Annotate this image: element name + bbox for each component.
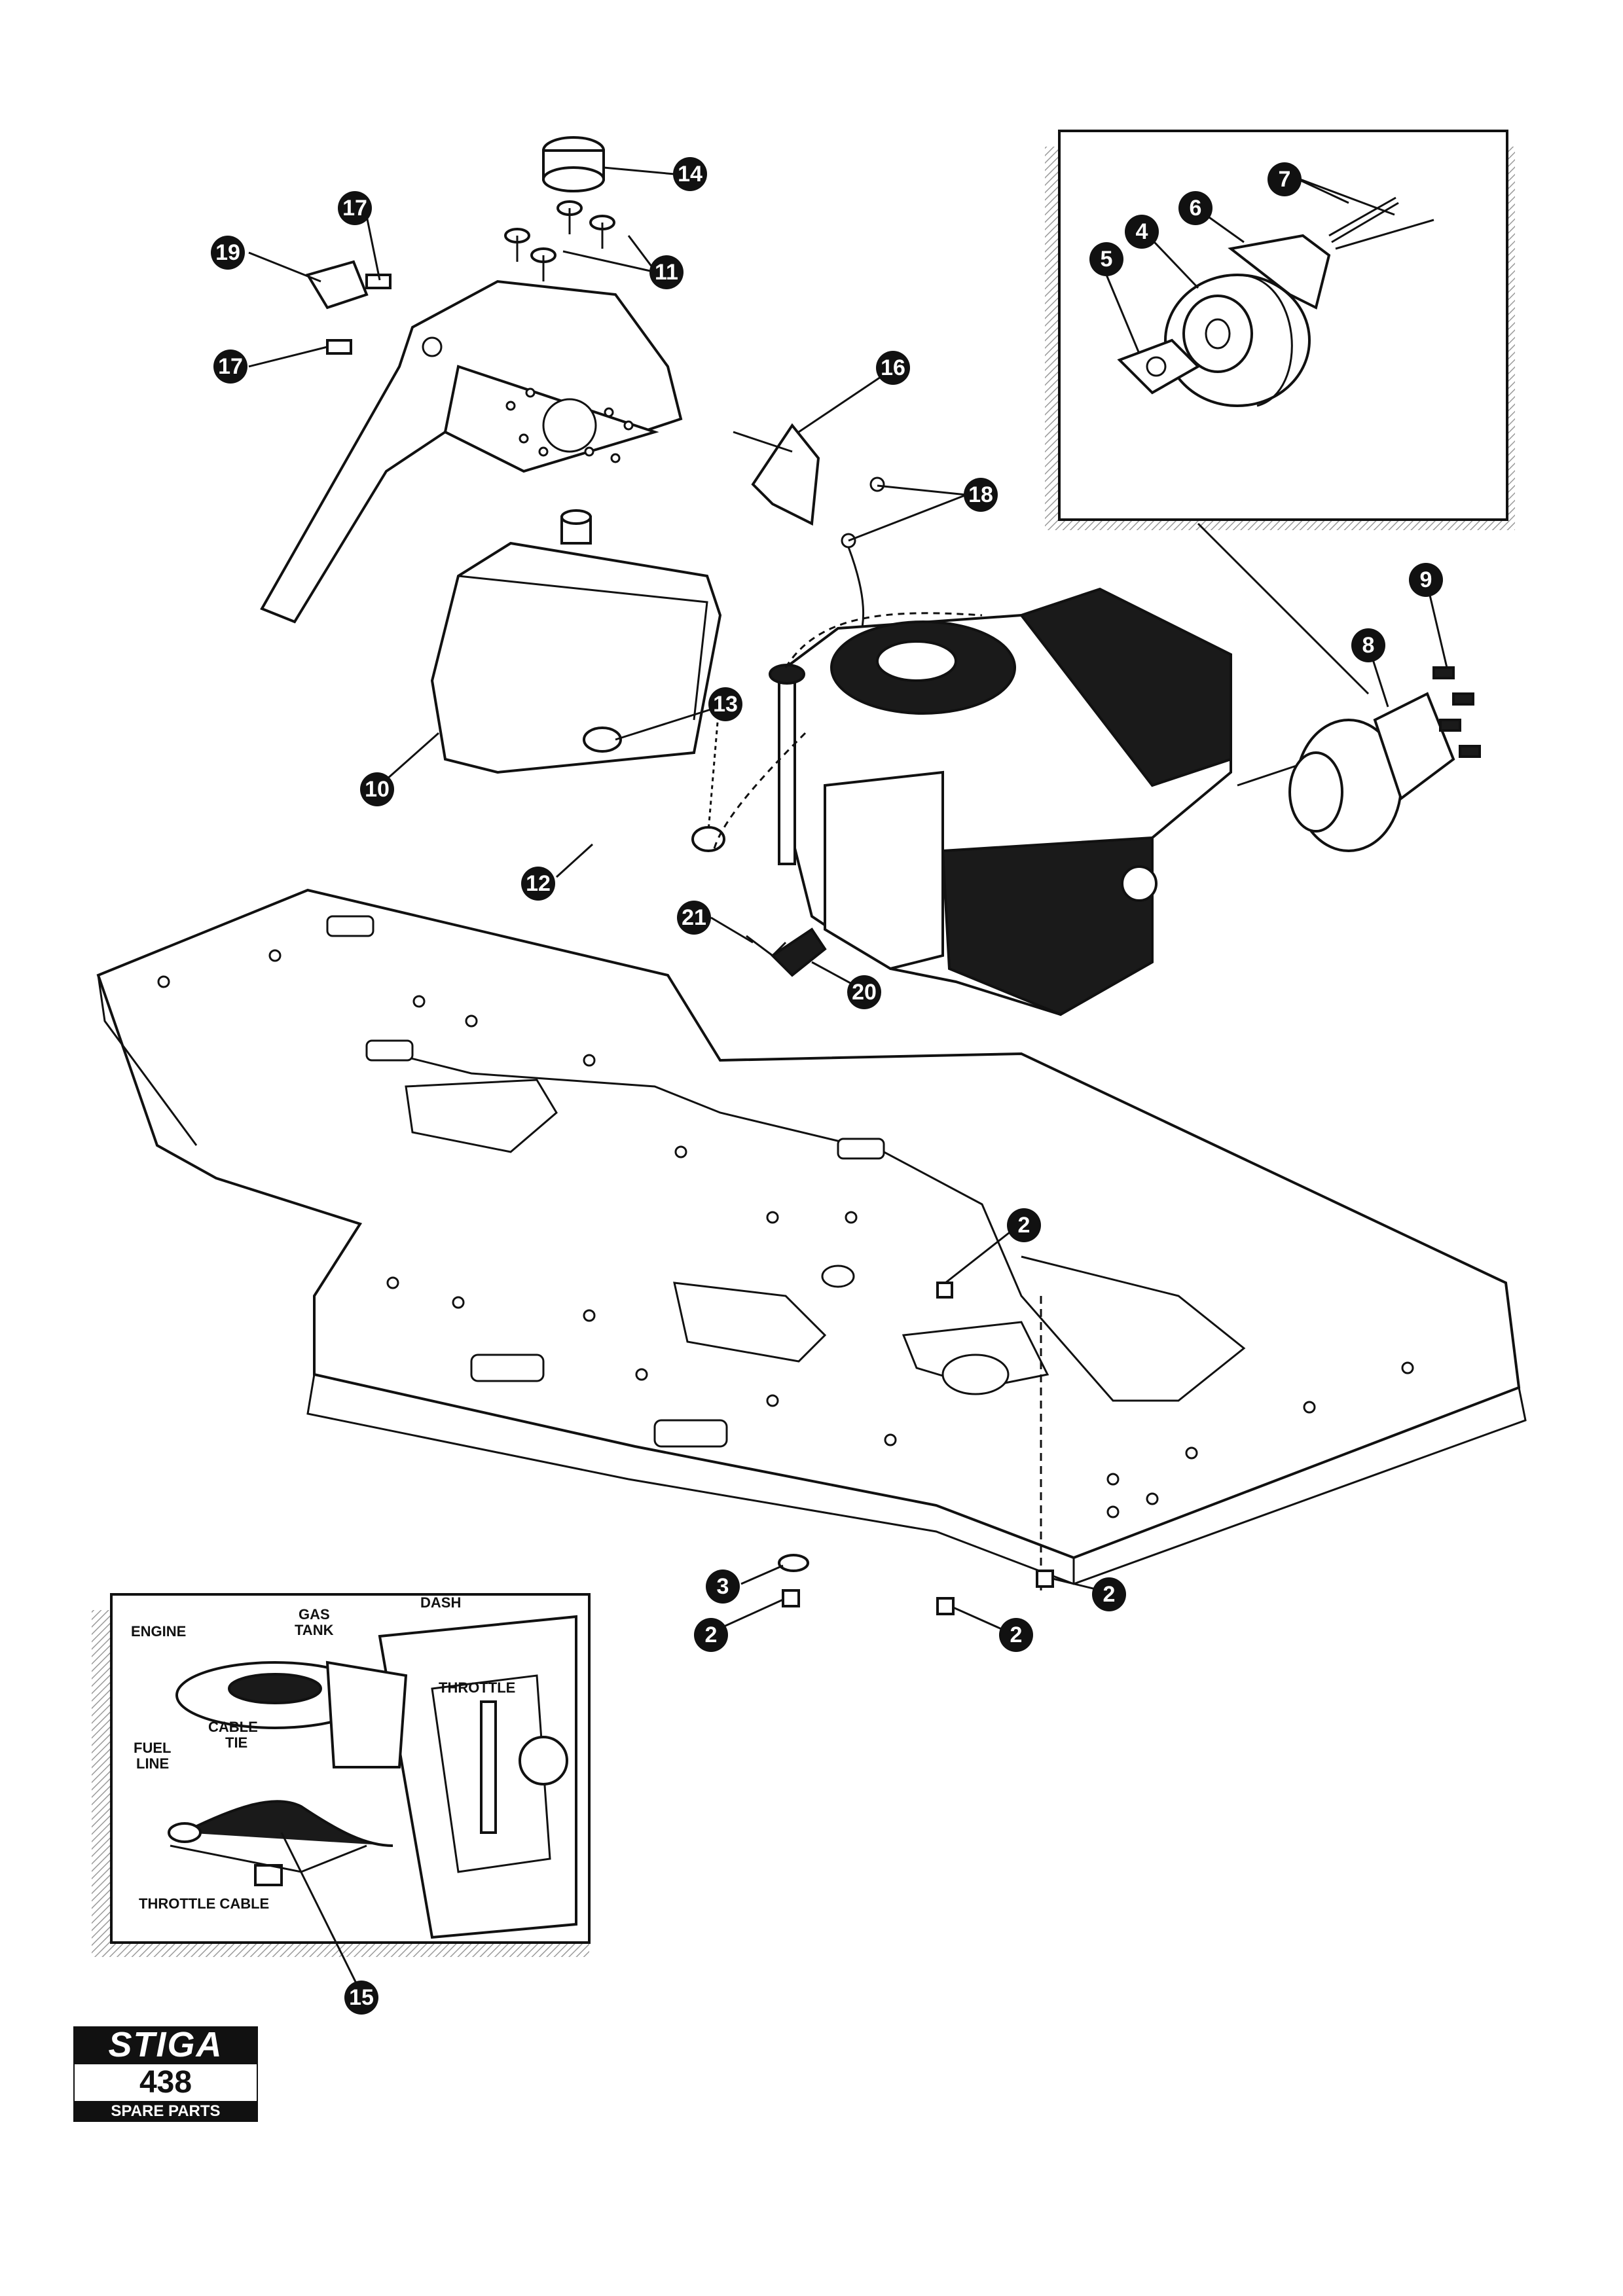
fuel-shutoff-valve xyxy=(770,927,827,977)
callout-10: 10 xyxy=(360,772,394,806)
label-cable: CABLE xyxy=(208,1719,258,1735)
fuel-tank xyxy=(430,509,722,774)
svg-text:18: 18 xyxy=(968,482,993,507)
callout-3: 3 xyxy=(706,1570,740,1604)
label-engine: ENGINE xyxy=(131,1623,186,1640)
svg-text:2: 2 xyxy=(705,1623,718,1647)
svg-text:2: 2 xyxy=(1103,1582,1116,1607)
inset-leader-line xyxy=(1197,522,1370,695)
bolt-2-mid xyxy=(936,1597,955,1615)
callout-14: 14 xyxy=(673,157,707,191)
fuel-cap-knob xyxy=(542,136,605,192)
callout-11: 11 xyxy=(649,255,684,289)
callout-7: 7 xyxy=(1267,162,1302,196)
brand-name: STIGA xyxy=(73,2026,258,2063)
callout-13: 13 xyxy=(708,687,742,721)
label-gas: GAS xyxy=(299,1606,330,1623)
callout-2-right: 2 xyxy=(1092,1577,1126,1611)
callout-18: 18 xyxy=(964,478,998,512)
model-number: 438 xyxy=(73,2063,258,2102)
svg-text:5: 5 xyxy=(1101,247,1113,272)
label-fuel: FUEL xyxy=(134,1740,171,1756)
svg-text:12: 12 xyxy=(526,871,551,896)
label-throttle: THROTTLE xyxy=(439,1679,515,1696)
chassis-frame xyxy=(96,888,1527,1585)
svg-text:2: 2 xyxy=(1018,1213,1030,1238)
svg-text:16: 16 xyxy=(881,355,905,380)
svg-text:17: 17 xyxy=(342,196,367,221)
label-throttle-cable: THROTTLE CABLE xyxy=(139,1895,269,1912)
callout-4: 4 xyxy=(1125,215,1159,249)
throttle-bracket xyxy=(733,423,885,655)
callout-17-upper: 17 xyxy=(338,191,372,225)
callout-2-left: 2 xyxy=(694,1618,728,1652)
svg-text:20: 20 xyxy=(852,980,877,1005)
svg-text:17: 17 xyxy=(218,354,243,379)
bolt-2-right xyxy=(1036,1570,1054,1588)
svg-text:9: 9 xyxy=(1420,567,1432,592)
svg-text:10: 10 xyxy=(365,777,390,802)
svg-text:19: 19 xyxy=(215,240,240,265)
callout-8: 8 xyxy=(1351,628,1385,662)
callout-9: 9 xyxy=(1409,563,1443,597)
callout-6: 6 xyxy=(1178,191,1213,225)
callout-12: 12 xyxy=(521,867,555,901)
svg-text:11: 11 xyxy=(655,260,678,285)
svg-text:14: 14 xyxy=(678,162,702,187)
label-dash: DASH xyxy=(420,1594,461,1611)
svg-text:2: 2 xyxy=(1010,1623,1023,1647)
callout-20: 20 xyxy=(847,975,881,1009)
throttle-knob xyxy=(305,260,369,310)
hose-clamp-lower xyxy=(691,826,725,852)
spare-parts-caption: SPARE PARTS xyxy=(73,2101,258,2122)
dash-bracket xyxy=(260,279,683,624)
svg-text:4: 4 xyxy=(1136,219,1148,244)
label-tank: TANK xyxy=(295,1622,334,1638)
leader-lines xyxy=(248,166,1448,1992)
engine xyxy=(769,587,1232,1016)
routing-detail-inset xyxy=(92,1593,591,1957)
label-tie: TIE xyxy=(225,1734,247,1751)
callout-2-top: 2 xyxy=(1007,1208,1041,1242)
bolt-17-lower xyxy=(326,339,352,355)
label-line: LINE xyxy=(136,1755,169,1772)
callout-15: 15 xyxy=(344,1981,378,2015)
engine-pulley xyxy=(1237,666,1481,852)
callout-21: 21 xyxy=(677,901,711,935)
callout-19: 19 xyxy=(211,236,245,270)
pulley-detail-inset xyxy=(1045,130,1515,530)
washer-3 xyxy=(778,1554,809,1572)
svg-text:13: 13 xyxy=(713,692,738,717)
svg-text:7: 7 xyxy=(1279,167,1291,192)
hose-clamp-upper xyxy=(583,726,622,753)
screws-11 xyxy=(504,200,615,281)
svg-text:21: 21 xyxy=(682,905,706,930)
bolt-2-top xyxy=(936,1282,953,1299)
callout-5: 5 xyxy=(1089,242,1123,276)
callout-16: 16 xyxy=(876,351,910,385)
svg-text:6: 6 xyxy=(1190,196,1202,221)
svg-text:8: 8 xyxy=(1362,633,1375,658)
callout-17-lower: 17 xyxy=(213,350,247,384)
svg-text:3: 3 xyxy=(717,1574,729,1599)
bolt-2-left xyxy=(782,1589,800,1607)
callout-2-mid: 2 xyxy=(999,1618,1033,1652)
stiga-logo: STIGA 438 SPARE PARTS xyxy=(73,2026,258,2125)
svg-text:15: 15 xyxy=(349,1985,374,2010)
